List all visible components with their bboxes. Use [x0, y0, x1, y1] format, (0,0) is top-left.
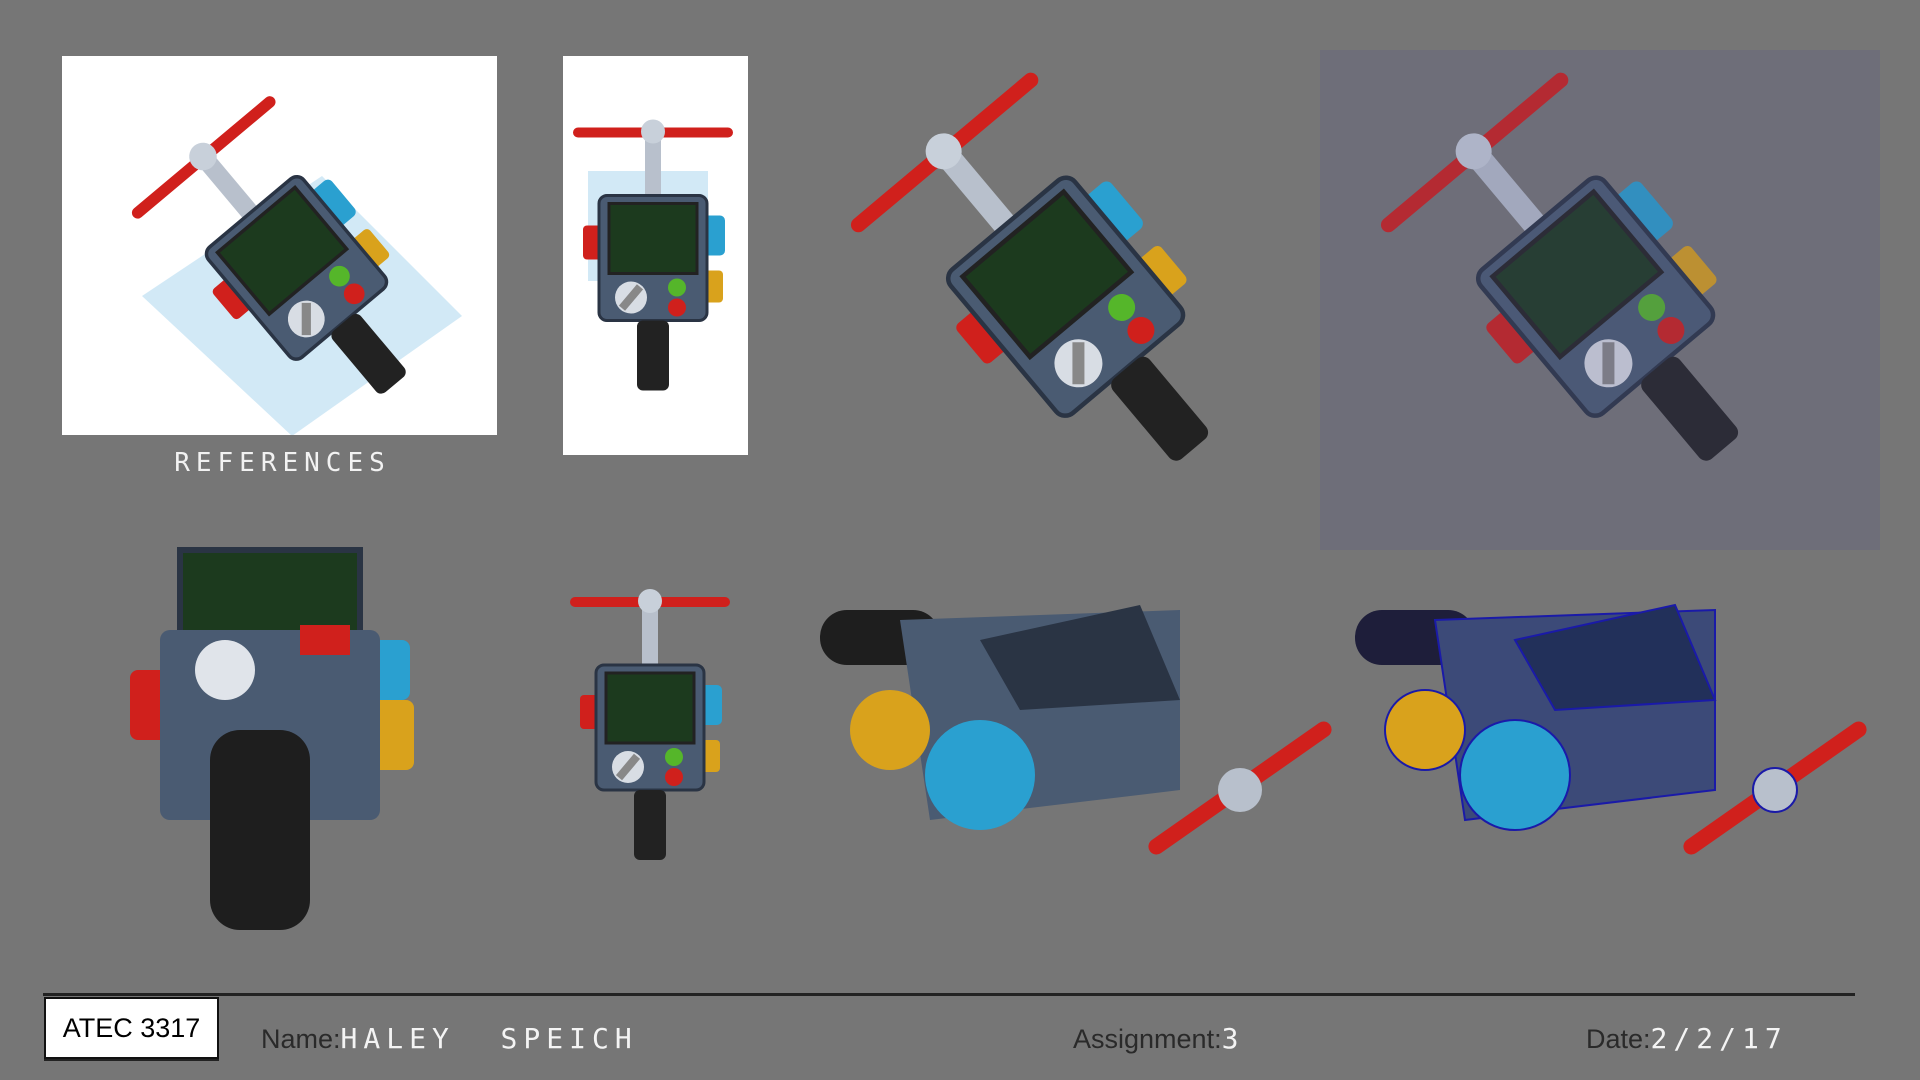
assignment-value: 3: [1221, 1022, 1245, 1055]
render-top-view: [550, 500, 750, 950]
render-front-view: [110, 530, 440, 950]
reference-image-top: [563, 56, 748, 455]
references-label: REFERENCES: [174, 448, 391, 478]
render-perspective-shaded: [790, 50, 1350, 550]
render-side-view-wireframe: [1335, 560, 1895, 930]
render-perspective-wireframe: [1320, 50, 1880, 550]
name-value: HALEY SPEICH: [340, 1022, 638, 1055]
assignment-field: Assignment:3: [1073, 1022, 1244, 1055]
reference-image-perspective: [62, 56, 497, 435]
course-label: ATEC 3317: [44, 997, 219, 1059]
date-field: Date:2/2/17: [1586, 1022, 1788, 1055]
assignment-label: Assignment:: [1073, 1024, 1222, 1054]
name-field: Name:HALEY SPEICH: [261, 1022, 638, 1055]
footer-divider: [43, 993, 1855, 996]
name-label: Name:: [261, 1024, 341, 1054]
date-value: 2/2/17: [1650, 1022, 1788, 1055]
render-side-view-shaded: [800, 560, 1360, 930]
date-label: Date:: [1586, 1024, 1651, 1054]
